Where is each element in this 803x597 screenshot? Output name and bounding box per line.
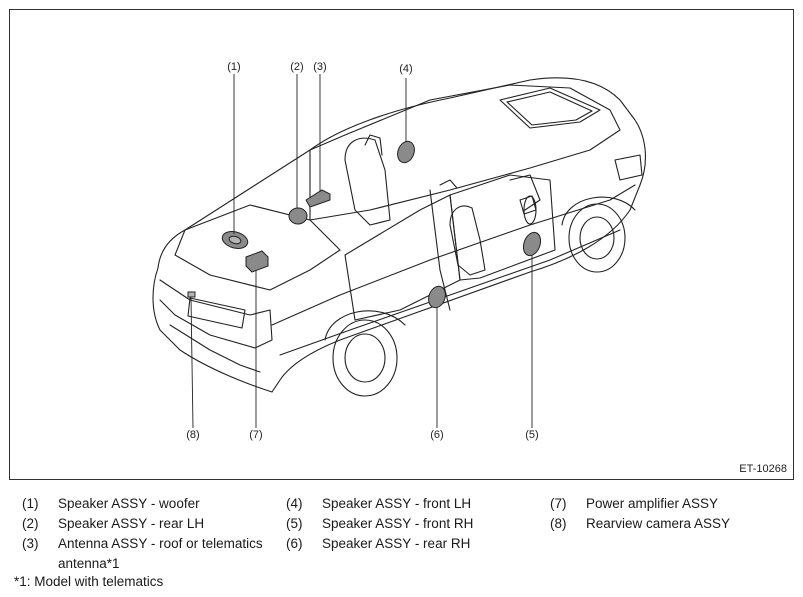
legend-item: (2) Speaker ASSY - rear LH <box>22 514 268 534</box>
legend-number: (5) <box>286 516 303 531</box>
legend-column-2: (4) Speaker ASSY - front LH (5) Speaker … <box>286 494 532 554</box>
callout-1: (1) <box>227 61 240 73</box>
figure-frame: (1) (2) (3) (4) (5) (6) (7) (8) ET-10268 <box>9 9 794 480</box>
legend-column-1: (1) Speaker ASSY - woofer (2) Speaker AS… <box>22 494 268 574</box>
callout-7: (7) <box>249 429 262 441</box>
legend-number: (2) <box>22 516 39 531</box>
rear-seat <box>344 137 391 226</box>
front-wheel <box>568 203 626 273</box>
legend-text: Speaker ASSY - rear LH <box>58 516 205 531</box>
front-door <box>449 174 556 281</box>
car-roof <box>309 84 621 221</box>
car-body-outline <box>152 77 646 393</box>
front-lh-speaker <box>397 140 415 164</box>
legend-text: Speaker ASSY - woofer <box>58 496 200 511</box>
legend-item: (7) Power amplifier ASSY <box>550 494 796 514</box>
legend-text: Speaker ASSY - front LH <box>322 496 472 511</box>
legend-item: (5) Speaker ASSY - front RH <box>286 514 532 534</box>
legend-text: Power amplifier ASSY <box>586 496 719 511</box>
front-rh-speaker <box>522 231 542 257</box>
car-rear-bumper <box>159 279 273 349</box>
legend-number: (6) <box>286 536 303 551</box>
rear-wheel <box>332 319 398 397</box>
rearview-camera <box>187 291 196 298</box>
footnote: *1: Model with telematics <box>14 574 164 589</box>
legend-item: (1) Speaker ASSY - woofer <box>22 494 268 514</box>
legend-number: (4) <box>286 496 303 511</box>
legend-item: (6) Speaker ASSY - rear RH <box>286 534 532 554</box>
legend-number: (8) <box>550 516 567 531</box>
callout-2: (2) <box>290 61 303 73</box>
legend-text: Speaker ASSY - front RH <box>322 516 474 531</box>
callout-3: (3) <box>313 61 326 73</box>
legend-item: (4) Speaker ASSY - front LH <box>286 494 532 514</box>
legend-text: Antenna ASSY - roof or telematics antenn… <box>58 536 263 571</box>
legend-text: Speaker ASSY - rear RH <box>322 536 471 551</box>
callout-4: (4) <box>399 63 412 75</box>
callout-5: (5) <box>525 429 538 441</box>
callout-6: (6) <box>430 429 443 441</box>
antenna-part <box>305 189 331 208</box>
legend-number: (7) <box>550 496 567 511</box>
power-amplifier <box>245 250 269 273</box>
car-trunk <box>174 204 341 291</box>
rear-lh-speaker <box>288 207 308 225</box>
legend-number: (1) <box>22 496 39 511</box>
car-sunroof <box>499 87 601 129</box>
legend-item: (8) Rearview camera ASSY <box>550 514 796 534</box>
callout-8: (8) <box>186 429 199 441</box>
figure-code: ET-10268 <box>739 463 787 475</box>
legend-item: (3) Antenna ASSY - roof or telematics an… <box>22 534 268 574</box>
front-seat <box>449 205 486 276</box>
rear-rh-speaker <box>428 285 446 309</box>
legend-column-3: (7) Power amplifier ASSY (8) Rearview ca… <box>550 494 796 534</box>
legend-text: Rearview camera ASSY <box>586 516 731 531</box>
legend-number: (3) <box>22 536 39 551</box>
car-audio-diagram: (1) (2) (3) (4) (5) (6) (7) (8) <box>152 61 646 441</box>
